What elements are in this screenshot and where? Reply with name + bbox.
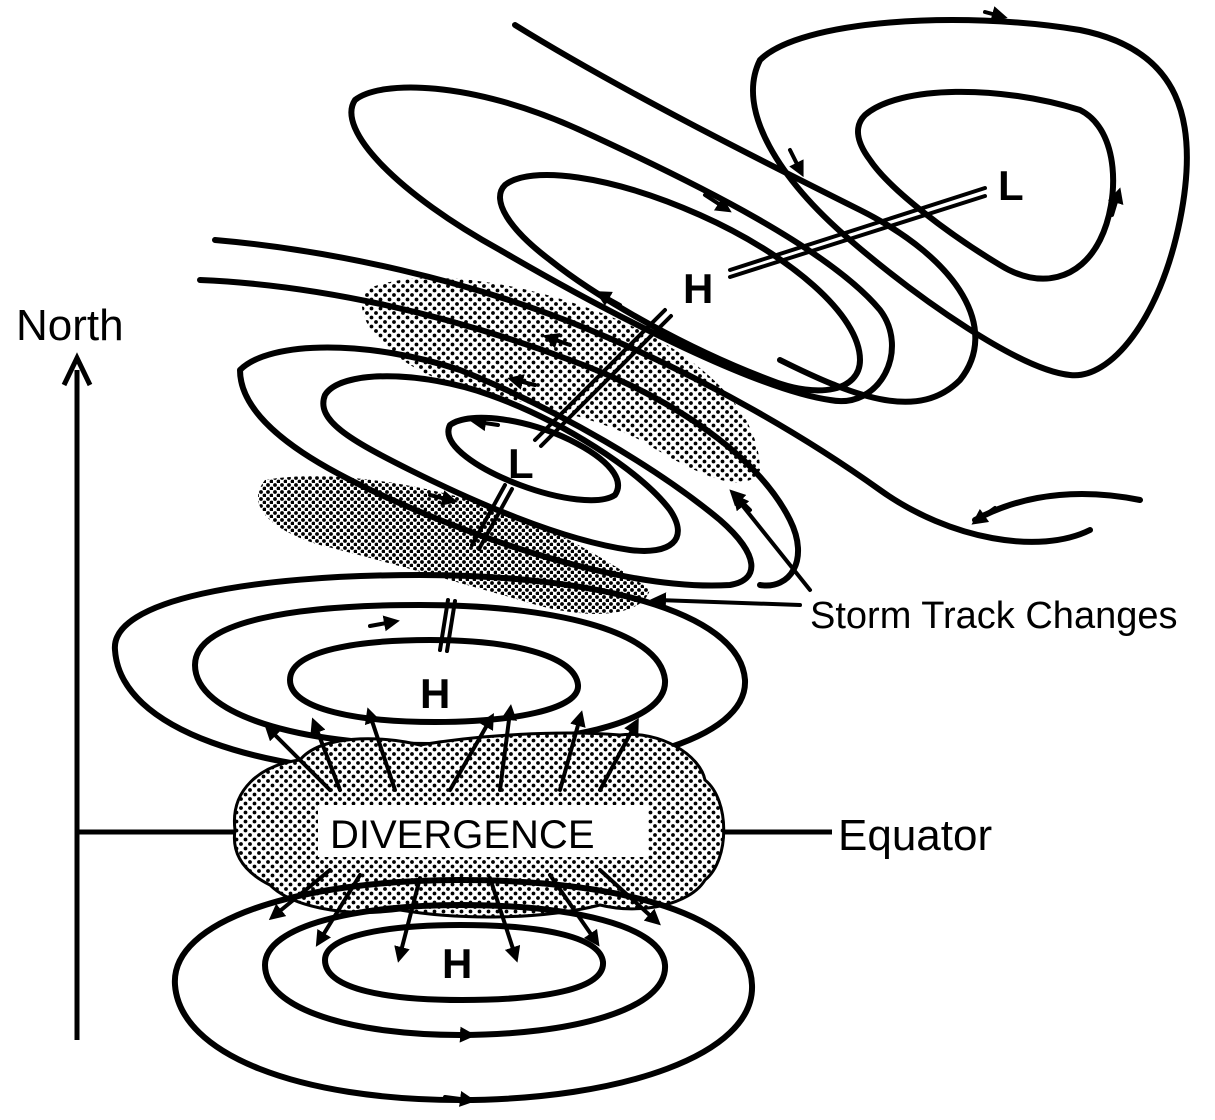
equator-label: Equator (838, 811, 992, 860)
high-lower-label: H (442, 940, 472, 987)
storm-track-pointers (650, 493, 812, 609)
low-middle-label: L (508, 440, 534, 487)
low-upper-label: L (998, 162, 1024, 209)
north-label: North (16, 301, 124, 350)
divergence-arrows (264, 704, 661, 963)
high-upper-label: H (683, 265, 713, 312)
storm-track-label: Storm Track Changes (810, 595, 1177, 637)
upper-low-contours (750, 6, 1190, 379)
lower-high-contours (171, 877, 756, 1107)
wave-axis-double-lines (438, 186, 987, 653)
high-middle-label: H (420, 670, 450, 717)
upper-high-contours (348, 22, 979, 405)
north-axis (61, 352, 235, 1040)
divergence-label: DIVERGENCE (330, 813, 595, 857)
storm-track-shading (258, 277, 760, 614)
